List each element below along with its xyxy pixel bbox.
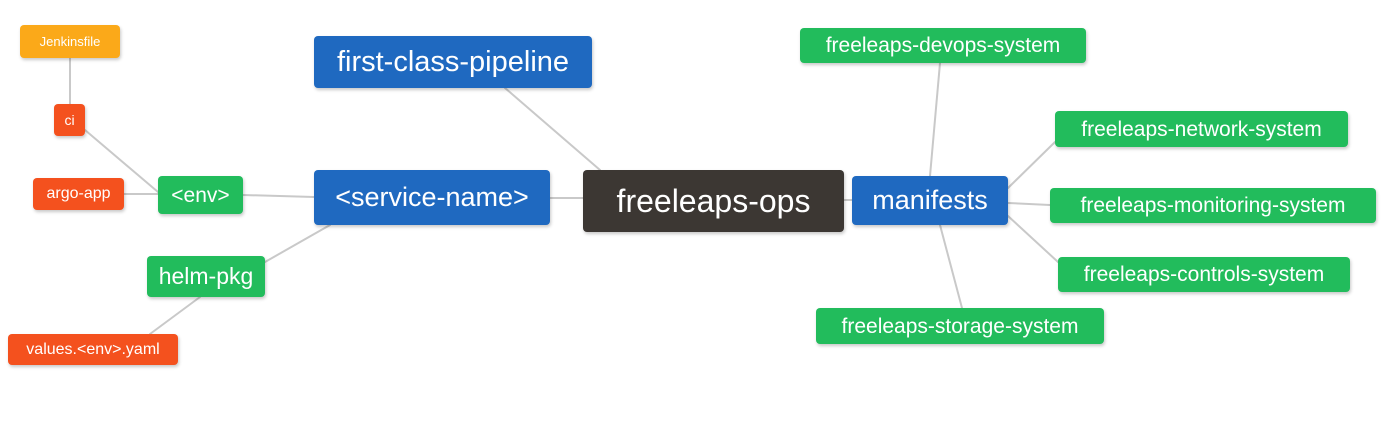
node-label: Jenkinsfile bbox=[39, 34, 101, 49]
node-label: <env> bbox=[171, 183, 230, 207]
node-freeleaps-controls-system[interactable]: freeleaps-controls-system bbox=[1058, 257, 1350, 292]
node-freeleaps-storage-system[interactable]: freeleaps-storage-system bbox=[816, 308, 1104, 344]
node-label: first-class-pipeline bbox=[336, 45, 570, 78]
edge-helm-pkg-to-service-name bbox=[264, 224, 331, 263]
node-label: values.<env>.yaml bbox=[26, 340, 160, 358]
node-freeleaps-network-system[interactable]: freeleaps-network-system bbox=[1055, 111, 1348, 147]
edge-manifests-to-freeleaps-monitoring-system bbox=[1007, 202, 1051, 206]
edge-manifests-to-freeleaps-controls-system bbox=[1007, 215, 1059, 263]
node-label: freeleaps-ops bbox=[616, 183, 811, 219]
node-values-env-yaml[interactable]: values.<env>.yaml bbox=[8, 334, 178, 365]
edge-first-class-pipeline-to-freeleaps-ops bbox=[504, 87, 601, 171]
node-manifests[interactable]: manifests bbox=[852, 176, 1008, 225]
node-freeleaps-devops-system[interactable]: freeleaps-devops-system bbox=[800, 28, 1086, 63]
node-label: manifests bbox=[872, 185, 988, 215]
node-label: freeleaps-network-system bbox=[1081, 117, 1322, 141]
edge-env-to-service-name bbox=[242, 194, 315, 198]
node-label: freeleaps-devops-system bbox=[825, 34, 1061, 57]
node-argo-app[interactable]: argo-app bbox=[33, 178, 124, 210]
node-service-name[interactable]: <service-name> bbox=[314, 170, 550, 225]
edge-manifests-to-freeleaps-network-system bbox=[1007, 141, 1056, 189]
node-jenkinsfile[interactable]: Jenkinsfile bbox=[20, 25, 120, 58]
node-ci[interactable]: ci bbox=[54, 104, 85, 136]
node-freeleaps-ops[interactable]: freeleaps-ops bbox=[583, 170, 844, 232]
node-label: helm-pkg bbox=[158, 263, 254, 289]
edge-manifests-to-freeleaps-devops-system bbox=[929, 62, 941, 177]
node-label: freeleaps-monitoring-system bbox=[1080, 194, 1346, 217]
node-first-class-pipeline[interactable]: first-class-pipeline bbox=[314, 36, 592, 88]
node-label: ci bbox=[64, 112, 75, 128]
node-label: freeleaps-controls-system bbox=[1083, 263, 1325, 286]
edge-manifests-to-freeleaps-storage-system bbox=[939, 224, 963, 309]
node-freeleaps-monitoring-system[interactable]: freeleaps-monitoring-system bbox=[1050, 188, 1376, 223]
node-label: <service-name> bbox=[335, 182, 529, 212]
edge-values-env-yaml-to-helm-pkg bbox=[149, 296, 201, 335]
node-helm-pkg[interactable]: helm-pkg bbox=[147, 256, 265, 297]
node-label: freeleaps-storage-system bbox=[841, 314, 1079, 338]
node-label: argo-app bbox=[46, 185, 111, 202]
node-env[interactable]: <env> bbox=[158, 176, 243, 214]
